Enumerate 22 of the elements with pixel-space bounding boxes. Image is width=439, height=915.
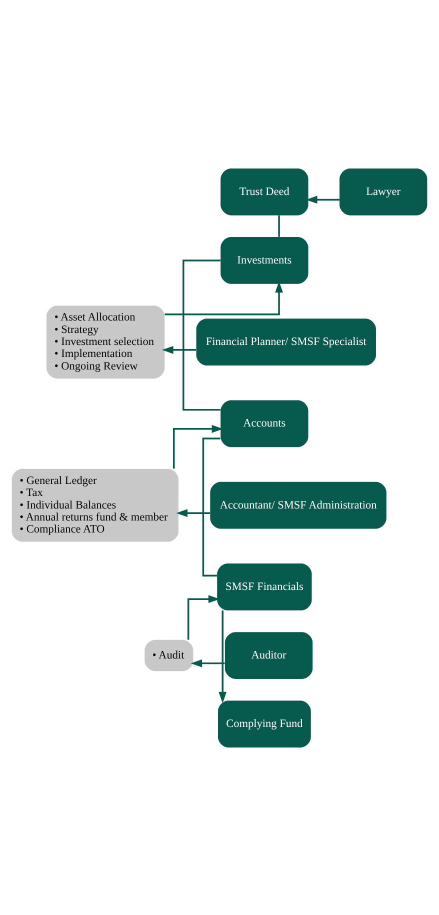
arrow <box>218 610 227 703</box>
arrow <box>187 594 220 640</box>
node-box: • General Ledger • Tax • Individual Balances • Annual returns fund & member • Compliance ATO <box>12 468 178 542</box>
node-box: Financial Planner/ SMSF Specialist <box>196 318 376 366</box>
node-box: Investments <box>220 236 308 284</box>
node-box: Complying Fund <box>218 700 311 748</box>
node-box: SMSF Financials <box>217 562 312 610</box>
arrow <box>176 508 210 517</box>
node-box: Accountant/ SMSF Administration <box>210 481 386 528</box>
arrow <box>162 345 196 354</box>
connector <box>278 215 280 236</box>
arrow <box>190 658 225 667</box>
connector <box>182 259 220 410</box>
arrow <box>306 195 340 204</box>
node-box: • Audit <box>144 639 194 671</box>
arrow <box>164 280 283 315</box>
node-box: Trust Deed <box>220 168 308 215</box>
arrow <box>172 424 224 468</box>
node-box: • Asset Allocation • Strategy • Investment selection • Implementation • Ongoing Review <box>46 305 165 378</box>
node-box: Lawyer <box>340 168 428 215</box>
node-box: Accounts <box>220 400 308 447</box>
node-box: Auditor <box>224 632 313 678</box>
